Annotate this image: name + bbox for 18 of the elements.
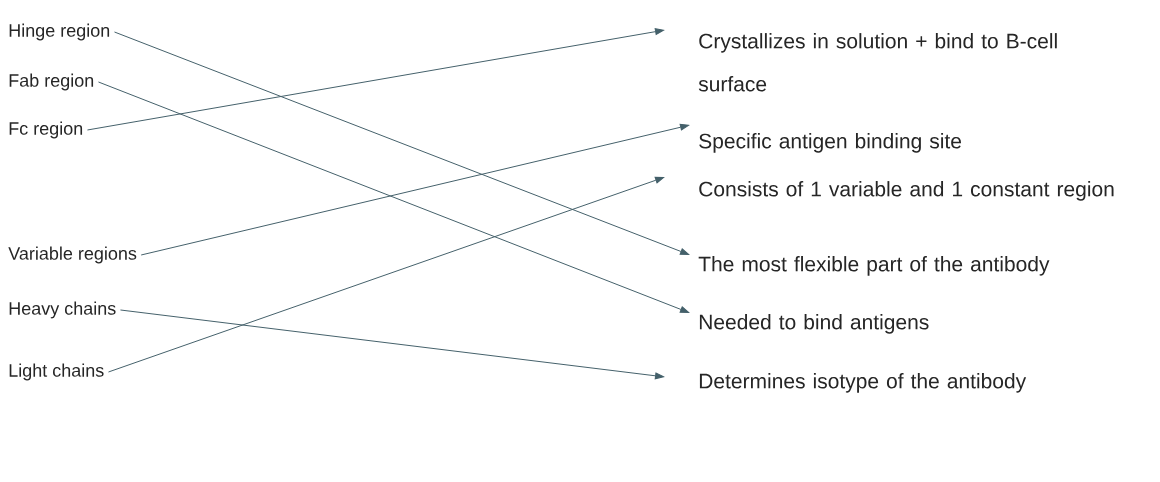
label-text: Heavy chains — [9, 301, 116, 319]
description-text: Specific antigen binding site — [699, 133, 961, 153]
description-text: Determines isotype of the antibody — [699, 373, 1027, 393]
arrow — [114, 31, 690, 255]
arrow — [140, 123, 690, 256]
arrow — [108, 176, 665, 373]
arrow — [97, 81, 690, 313]
description-text: Crystallizes in solution + bind to B-cell surface — [698, 33, 1057, 92]
arrow — [86, 28, 664, 131]
label-text: Fc region — [9, 121, 83, 139]
arrow — [119, 309, 664, 380]
label-text: Fab region — [9, 73, 94, 91]
label-text: Variable regions — [8, 246, 137, 264]
label-text: Hinge region — [9, 23, 110, 41]
description-text: Consists of 1 variable and 1 constant region — [699, 181, 1114, 201]
description-text: The most flexible part of the antibody — [698, 256, 1050, 276]
description-text: Needed to bind antigens — [699, 314, 929, 334]
label-text: Light chains — [9, 363, 104, 381]
